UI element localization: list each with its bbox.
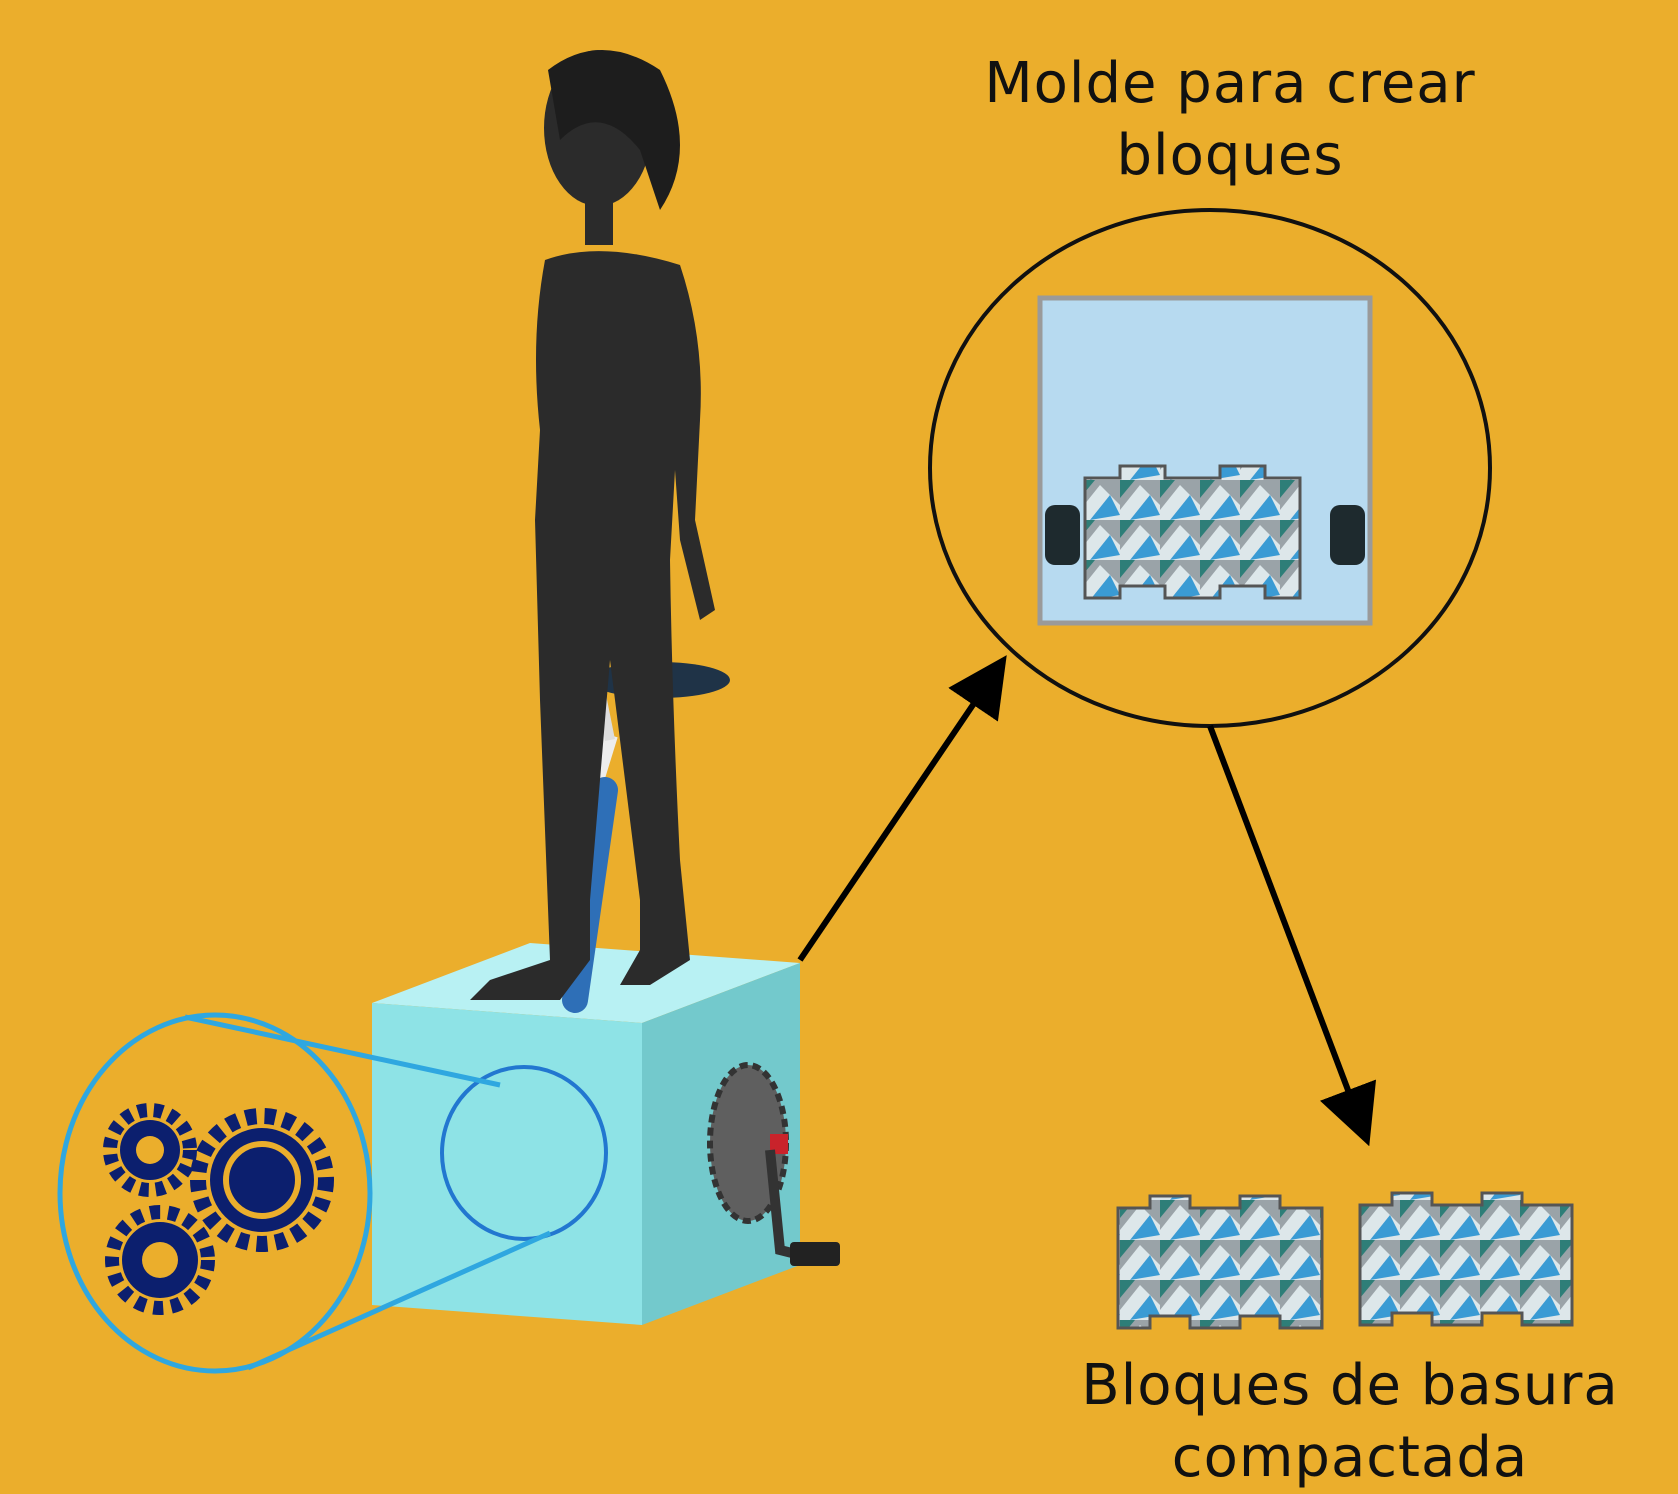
block-icon	[1116, 1194, 1324, 1330]
compacted-blocks	[1116, 1191, 1574, 1330]
arrow-mold-to-blocks	[1207, 724, 1377, 1147]
blocks-label-line2: compactada	[1171, 1425, 1529, 1490]
gear-icon	[103, 1103, 334, 1315]
pedal-box	[372, 943, 800, 1325]
arrow-box-to-mold	[797, 655, 1007, 962]
blocks-label-line1: Bloques de basura	[1081, 1353, 1619, 1418]
block-icon	[1358, 1191, 1574, 1327]
blocks-label: Bloques de basura compactada	[1020, 1350, 1678, 1494]
mold-label: Molde para crear bloques	[910, 48, 1550, 192]
hand-crank-icon	[707, 1062, 840, 1266]
mold-label-line2: bloques	[1116, 123, 1344, 188]
block-icon	[1083, 464, 1302, 600]
person-figure	[470, 50, 715, 1001]
gear-callout	[57, 1012, 552, 1374]
gear-housing-circle	[440, 1065, 608, 1241]
mold-label-line1: Molde para crear	[984, 51, 1476, 116]
mold-callout	[928, 208, 1492, 728]
